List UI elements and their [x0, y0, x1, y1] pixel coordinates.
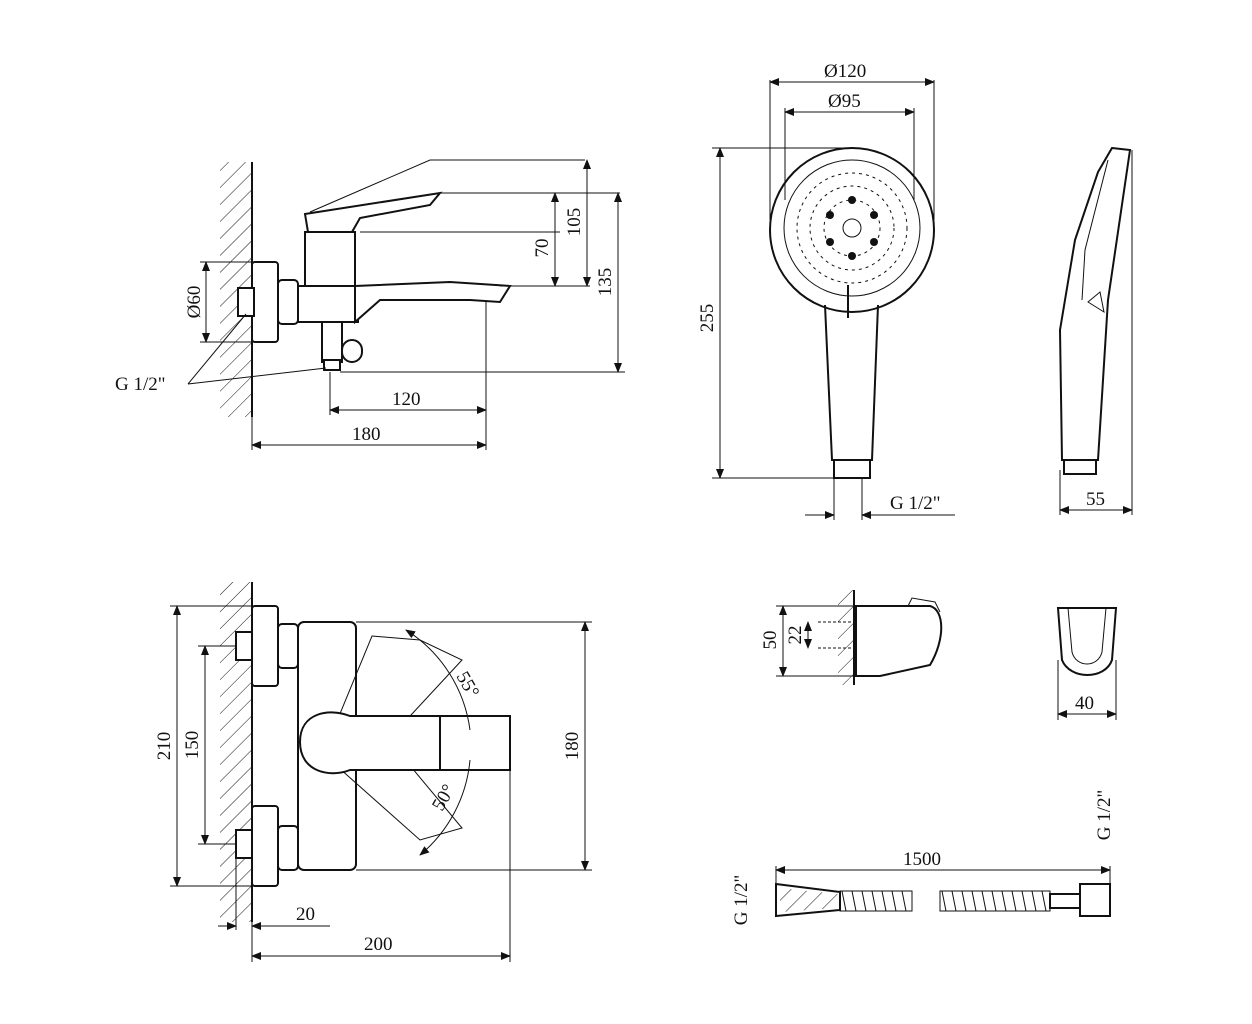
- angle-50: 50°: [428, 781, 459, 815]
- dim-120: 120: [392, 389, 421, 410]
- dim-150: 150: [182, 731, 203, 760]
- dim-180: 180: [352, 424, 381, 445]
- thread-label-mixer: G 1/2": [115, 374, 166, 395]
- thread-label-hose-right: G 1/2": [1094, 790, 1115, 841]
- thread-label-shower: G 1/2": [890, 493, 941, 514]
- dim-255: 255: [697, 304, 718, 333]
- dim-135: 135: [595, 268, 616, 297]
- holder-front-view: 40: [1056, 607, 1118, 720]
- hose-view: 1500 G 1/2" G 1/2": [731, 790, 1115, 926]
- mixer-top-view: 55° 50° 210 150 180 20 200: [154, 582, 592, 962]
- dim-diameter-60: Ø60: [184, 286, 205, 319]
- dim-55: 55: [1086, 489, 1105, 510]
- dim-210: 210: [154, 732, 175, 761]
- mixer-side-view: 70 105 135 Ø60 G 1/2" 120 180: [115, 159, 625, 450]
- dim-180-top: 180: [562, 732, 583, 761]
- hand-shower-front: Ø120 Ø95 255 G 1/2": [697, 61, 955, 520]
- dim-22: 22: [785, 626, 806, 645]
- thread-label-hose-left: G 1/2": [731, 875, 752, 926]
- dim-20: 20: [296, 904, 315, 925]
- hand-shower-side: 55: [1058, 146, 1133, 515]
- dim-diameter-95: Ø95: [828, 91, 861, 112]
- dim-50: 50: [760, 631, 781, 650]
- dim-40: 40: [1075, 693, 1094, 714]
- dim-70: 70: [532, 239, 553, 258]
- dim-diameter-120: Ø120: [824, 61, 866, 82]
- holder-side-view: 50 22: [760, 590, 943, 685]
- dim-200: 200: [364, 934, 393, 955]
- angle-55: 55°: [452, 668, 483, 702]
- dim-1500: 1500: [903, 849, 941, 870]
- dim-105: 105: [564, 208, 585, 237]
